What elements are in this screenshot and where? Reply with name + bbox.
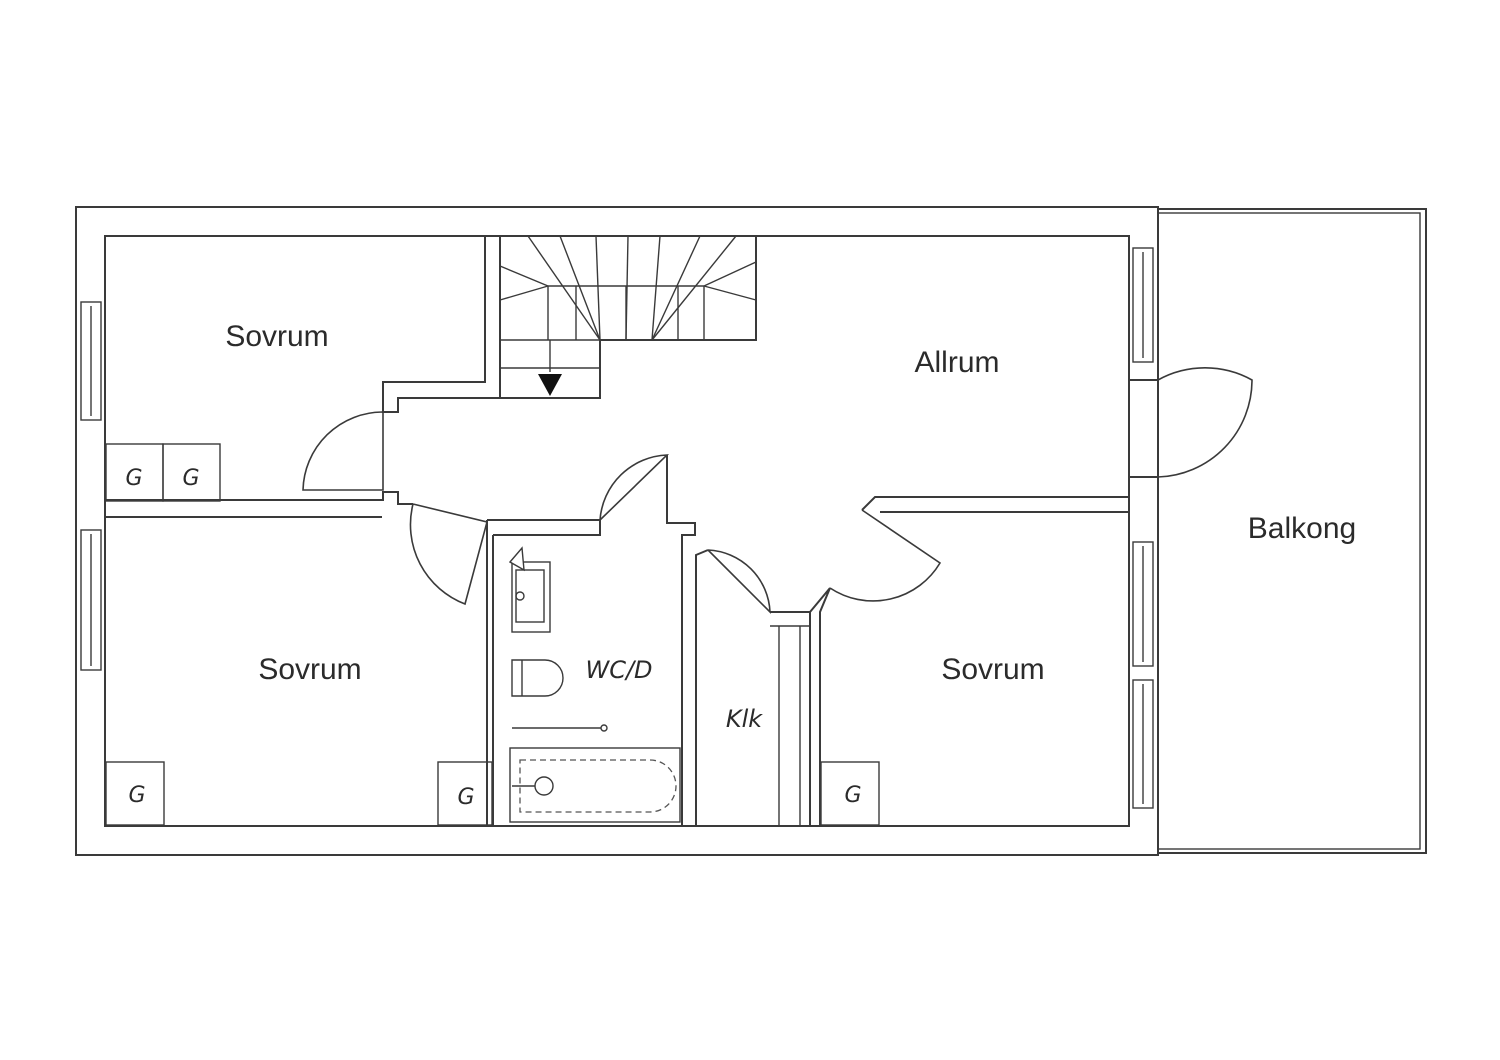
door-bottom-bedroom[interactable] [409, 503, 488, 606]
wardrobe-label: G [457, 785, 474, 810]
room-label-wc: WC/D [585, 656, 652, 684]
toilet-icon [511, 659, 564, 697]
door-right-bedroom[interactable] [829, 509, 942, 602]
wardrobe-label: G [125, 466, 142, 491]
balcony [1157, 208, 1427, 854]
door-storage[interactable] [707, 549, 771, 615]
staircase [499, 235, 757, 396]
wardrobe-label: G [182, 466, 199, 491]
room-label-allrum: Allrum [914, 346, 999, 379]
room-label-klk: Klk [726, 705, 763, 733]
wardrobe-label: G [844, 783, 861, 808]
room-label-balkong: Balkong [1248, 512, 1356, 545]
bathroom-fixtures [508, 546, 681, 823]
outer-walls [75, 206, 1159, 856]
bathtub-icon [509, 747, 681, 823]
wardrobe-label: G [128, 783, 145, 808]
room-label-sovrum-bottom-left: Sovrum [258, 653, 361, 686]
windows [80, 247, 1154, 809]
wardrobes: G G G G G [105, 443, 880, 826]
door-balcony[interactable] [1157, 367, 1253, 478]
interior-walls [105, 236, 1158, 826]
door-bathroom[interactable] [599, 454, 670, 521]
door-top-bedroom[interactable] [302, 411, 384, 491]
doors [302, 367, 1253, 615]
room-label-sovrum-right: Sovrum [941, 653, 1044, 686]
room-label-sovrum-top-left: Sovrum [225, 320, 328, 353]
stair-arrow-icon [538, 374, 562, 396]
room-labels: Sovrum Allrum Balkong Sovrum WC/D Klk So… [225, 320, 1356, 733]
